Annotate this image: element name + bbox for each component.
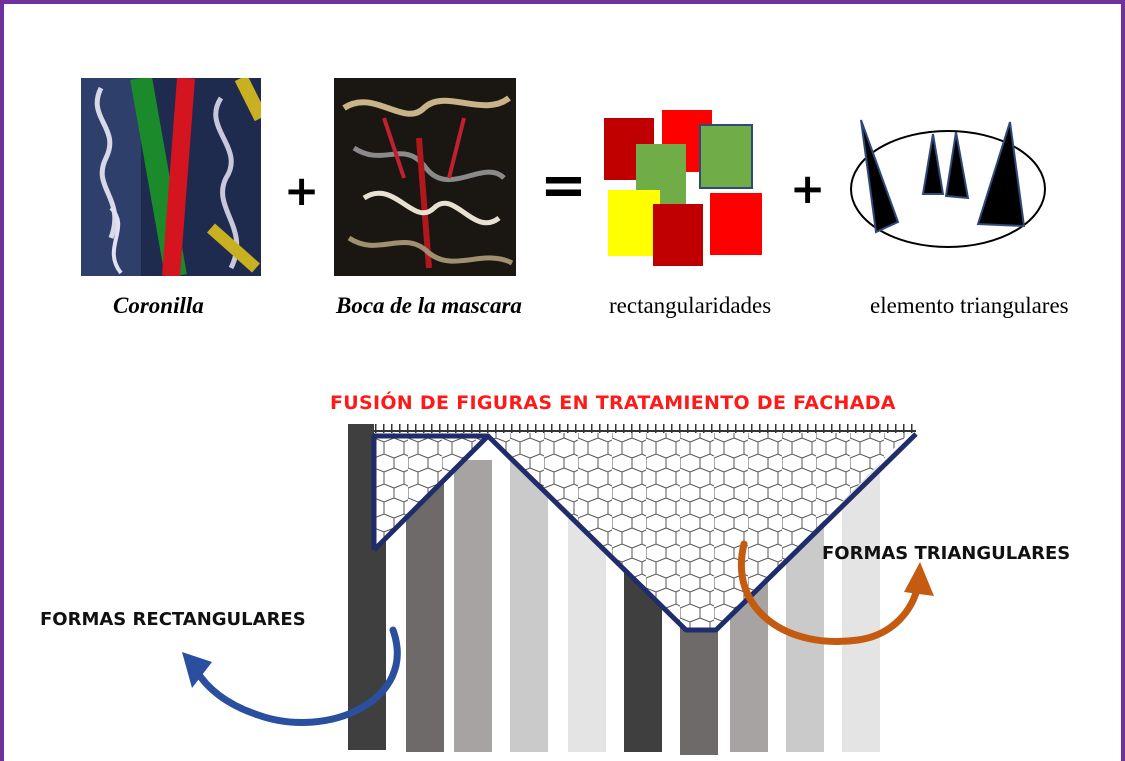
facade-bar <box>454 460 492 752</box>
label-formas-triangulares: FORMAS TRIANGULARES <box>822 543 1071 564</box>
coronilla-photo <box>81 78 261 276</box>
facade-title: FUSIÓN DE FIGURAS EN TRATAMIENTO DE FACH… <box>330 392 896 414</box>
caption-boca-de-la-mascara: Boca de la mascara <box>336 293 522 318</box>
facade-illustration <box>348 424 918 755</box>
dark-red-square <box>653 204 703 266</box>
arrow-right-icon <box>737 540 934 645</box>
triangles-ellipse-graphic <box>850 119 1046 248</box>
facade-bar <box>510 460 548 752</box>
red-square <box>710 193 762 255</box>
equals-sign: = <box>540 153 587 218</box>
facade-bar <box>842 460 880 752</box>
rectangles-graphic <box>604 110 762 266</box>
stone-pattern-infill <box>374 426 916 630</box>
label-formas-rectangulares: FORMAS RECTANGULARES <box>40 609 306 630</box>
caption-rectangularidades: rectangularidades <box>609 293 772 318</box>
facade-outline-left <box>372 434 490 552</box>
plus-sign-2: + <box>790 164 826 213</box>
tick-border <box>374 424 916 433</box>
yellow-square <box>608 190 660 256</box>
plus-sign-1: + <box>284 166 320 215</box>
caption-elemento-triangulares: elemento triangulares <box>870 293 1069 318</box>
triangle-shape <box>860 119 900 234</box>
triangle-shape <box>921 133 945 195</box>
arrow-left-icon <box>182 626 401 726</box>
green-outlined-square <box>699 124 753 189</box>
triangle-shape <box>976 121 1026 228</box>
caption-coronilla: Coronilla <box>113 293 204 318</box>
mask-mouth-photo <box>334 78 516 276</box>
triangle-shape <box>944 131 970 200</box>
